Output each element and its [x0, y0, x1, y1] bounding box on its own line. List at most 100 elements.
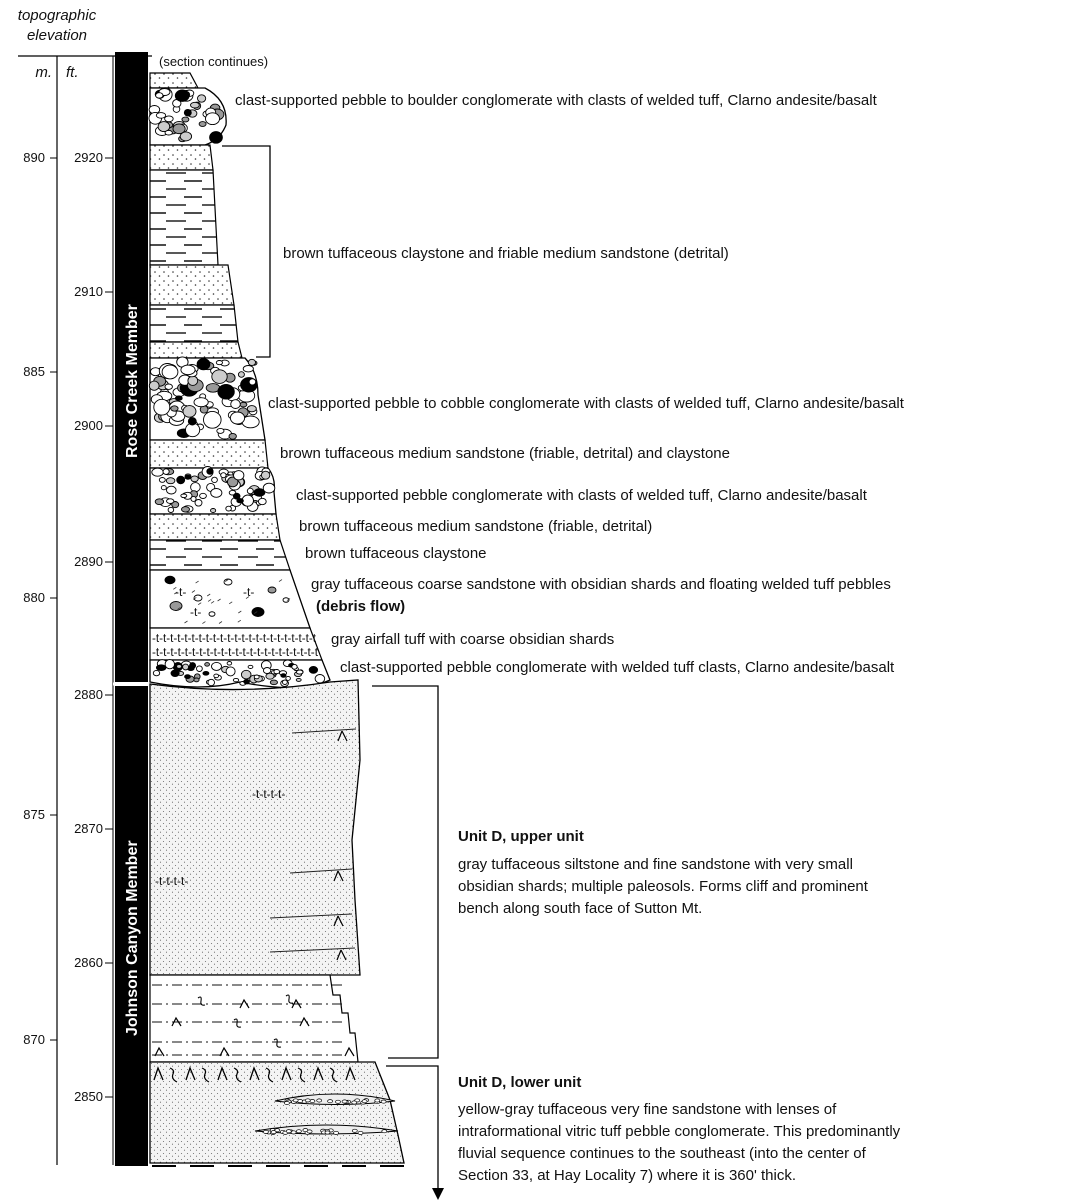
clast — [151, 467, 164, 477]
clast — [174, 89, 190, 102]
clast — [170, 405, 179, 412]
clast — [199, 492, 207, 499]
feet-tick-label: 2920 — [74, 150, 103, 165]
obsidian-shard — [286, 598, 291, 601]
section-continues-label: (section continues) — [159, 54, 268, 69]
root-trace — [337, 730, 348, 742]
clast — [206, 468, 214, 475]
root-trace — [344, 1046, 355, 1057]
lens-pebble — [316, 1098, 323, 1103]
root-trace — [281, 1066, 292, 1081]
lens-pebble — [381, 1129, 388, 1134]
lens-pebble — [285, 1129, 292, 1134]
meter-tick-label: 880 — [23, 590, 45, 605]
feet-tick-label: 2870 — [74, 821, 103, 836]
clast — [154, 498, 165, 506]
root-trace — [333, 870, 344, 882]
clast — [190, 475, 199, 483]
bed-claystone-5 — [149, 304, 239, 343]
root-trace — [299, 1016, 310, 1027]
bed-label: brown tuffaceous claystone — [305, 545, 487, 562]
bed-sandstone-2 — [149, 144, 214, 171]
lens-pebble — [306, 1129, 313, 1134]
unit-d-lower-title: Unit D, lower unit — [458, 1074, 581, 1091]
clast — [153, 398, 171, 416]
johnson-canyon-member-label: Johnson Canyon Member — [124, 840, 141, 1036]
obsidian-shard — [173, 586, 177, 590]
obsidian-shard — [253, 611, 258, 614]
obsidian-shard — [210, 600, 215, 604]
meter-tick-label: 885 — [23, 364, 45, 379]
obsidian-shard — [207, 599, 212, 602]
clast — [211, 369, 228, 384]
bed-label: brown tuffaceous medium sandstone (friab… — [280, 445, 730, 462]
clast — [190, 101, 200, 109]
clast — [155, 112, 167, 119]
debris-flow-clasts — [164, 575, 291, 624]
clast — [210, 488, 223, 498]
paleosol-line — [269, 947, 356, 953]
clast — [229, 411, 246, 425]
root-trace — [217, 1066, 228, 1081]
clast — [248, 378, 257, 386]
conglomerate-lenses — [254, 1093, 399, 1135]
lens-pebble — [351, 1128, 358, 1133]
root-trace — [171, 1016, 182, 1027]
clast — [196, 665, 203, 672]
clast — [228, 432, 237, 440]
floating-pebble — [251, 607, 265, 617]
root-trace — [185, 1066, 196, 1081]
burrow-trace — [297, 1067, 306, 1083]
floating-pebble — [282, 597, 290, 603]
obsidian-shard — [238, 610, 242, 614]
burrow-trace — [285, 994, 294, 1004]
continues-arrow — [432, 1188, 444, 1200]
unit-d-upper-line: gray tuffaceous siltstone and fine sands… — [458, 856, 853, 873]
lens-pebble — [380, 1099, 387, 1104]
obsidian-shard — [197, 602, 202, 606]
clast — [230, 399, 241, 409]
bracket-unit-d-lower — [386, 1065, 439, 1190]
lens-pebble — [333, 1130, 339, 1135]
clast — [165, 477, 176, 485]
clast — [291, 663, 298, 670]
clast — [239, 401, 248, 408]
bed-label: brown tuffaceous claystone and friable m… — [283, 245, 729, 262]
clast — [280, 673, 287, 678]
clast — [198, 121, 207, 127]
clast — [232, 492, 241, 500]
clast — [282, 679, 288, 685]
obsidian-shard — [195, 580, 199, 584]
feet-tick-label: 2850 — [74, 1089, 103, 1104]
bed-label: gray airfall tuff with coarse obsidian s… — [331, 631, 614, 648]
clast — [211, 476, 218, 484]
tuff-mark: -t- — [190, 605, 201, 619]
obsidian-shard — [278, 579, 283, 582]
rose-creek-member-bar — [115, 52, 148, 682]
clast — [181, 506, 190, 513]
clasts-conglomerate-9 — [151, 466, 276, 513]
burrow-trace — [273, 1038, 282, 1048]
unit-d-upper-line: obsidian shards; multiple paleosols. For… — [458, 878, 869, 895]
clast — [155, 664, 167, 672]
clast — [242, 365, 254, 373]
burrow-trace — [201, 1067, 210, 1083]
clast — [181, 116, 190, 123]
burrow-trace — [197, 996, 206, 1006]
clast — [193, 397, 209, 408]
clast — [166, 485, 177, 495]
bed-sandstone-6 — [149, 341, 243, 359]
lens-pebble — [292, 1098, 299, 1103]
bed-top-sand — [149, 72, 199, 89]
clast — [253, 674, 260, 680]
rose-creek-member-label: Rose Creek Member — [124, 304, 141, 458]
unit-d-lower-line: Section 33, at Hay Locality 7) where it … — [458, 1167, 796, 1184]
clasts-conglomerate-7 — [148, 356, 260, 440]
clasts-conglomerate-14 — [152, 659, 326, 687]
clast — [225, 666, 236, 677]
clast — [237, 371, 245, 378]
floating-pebble — [164, 575, 176, 585]
bed-label: clast-supported pebble to boulder conglo… — [235, 92, 878, 109]
